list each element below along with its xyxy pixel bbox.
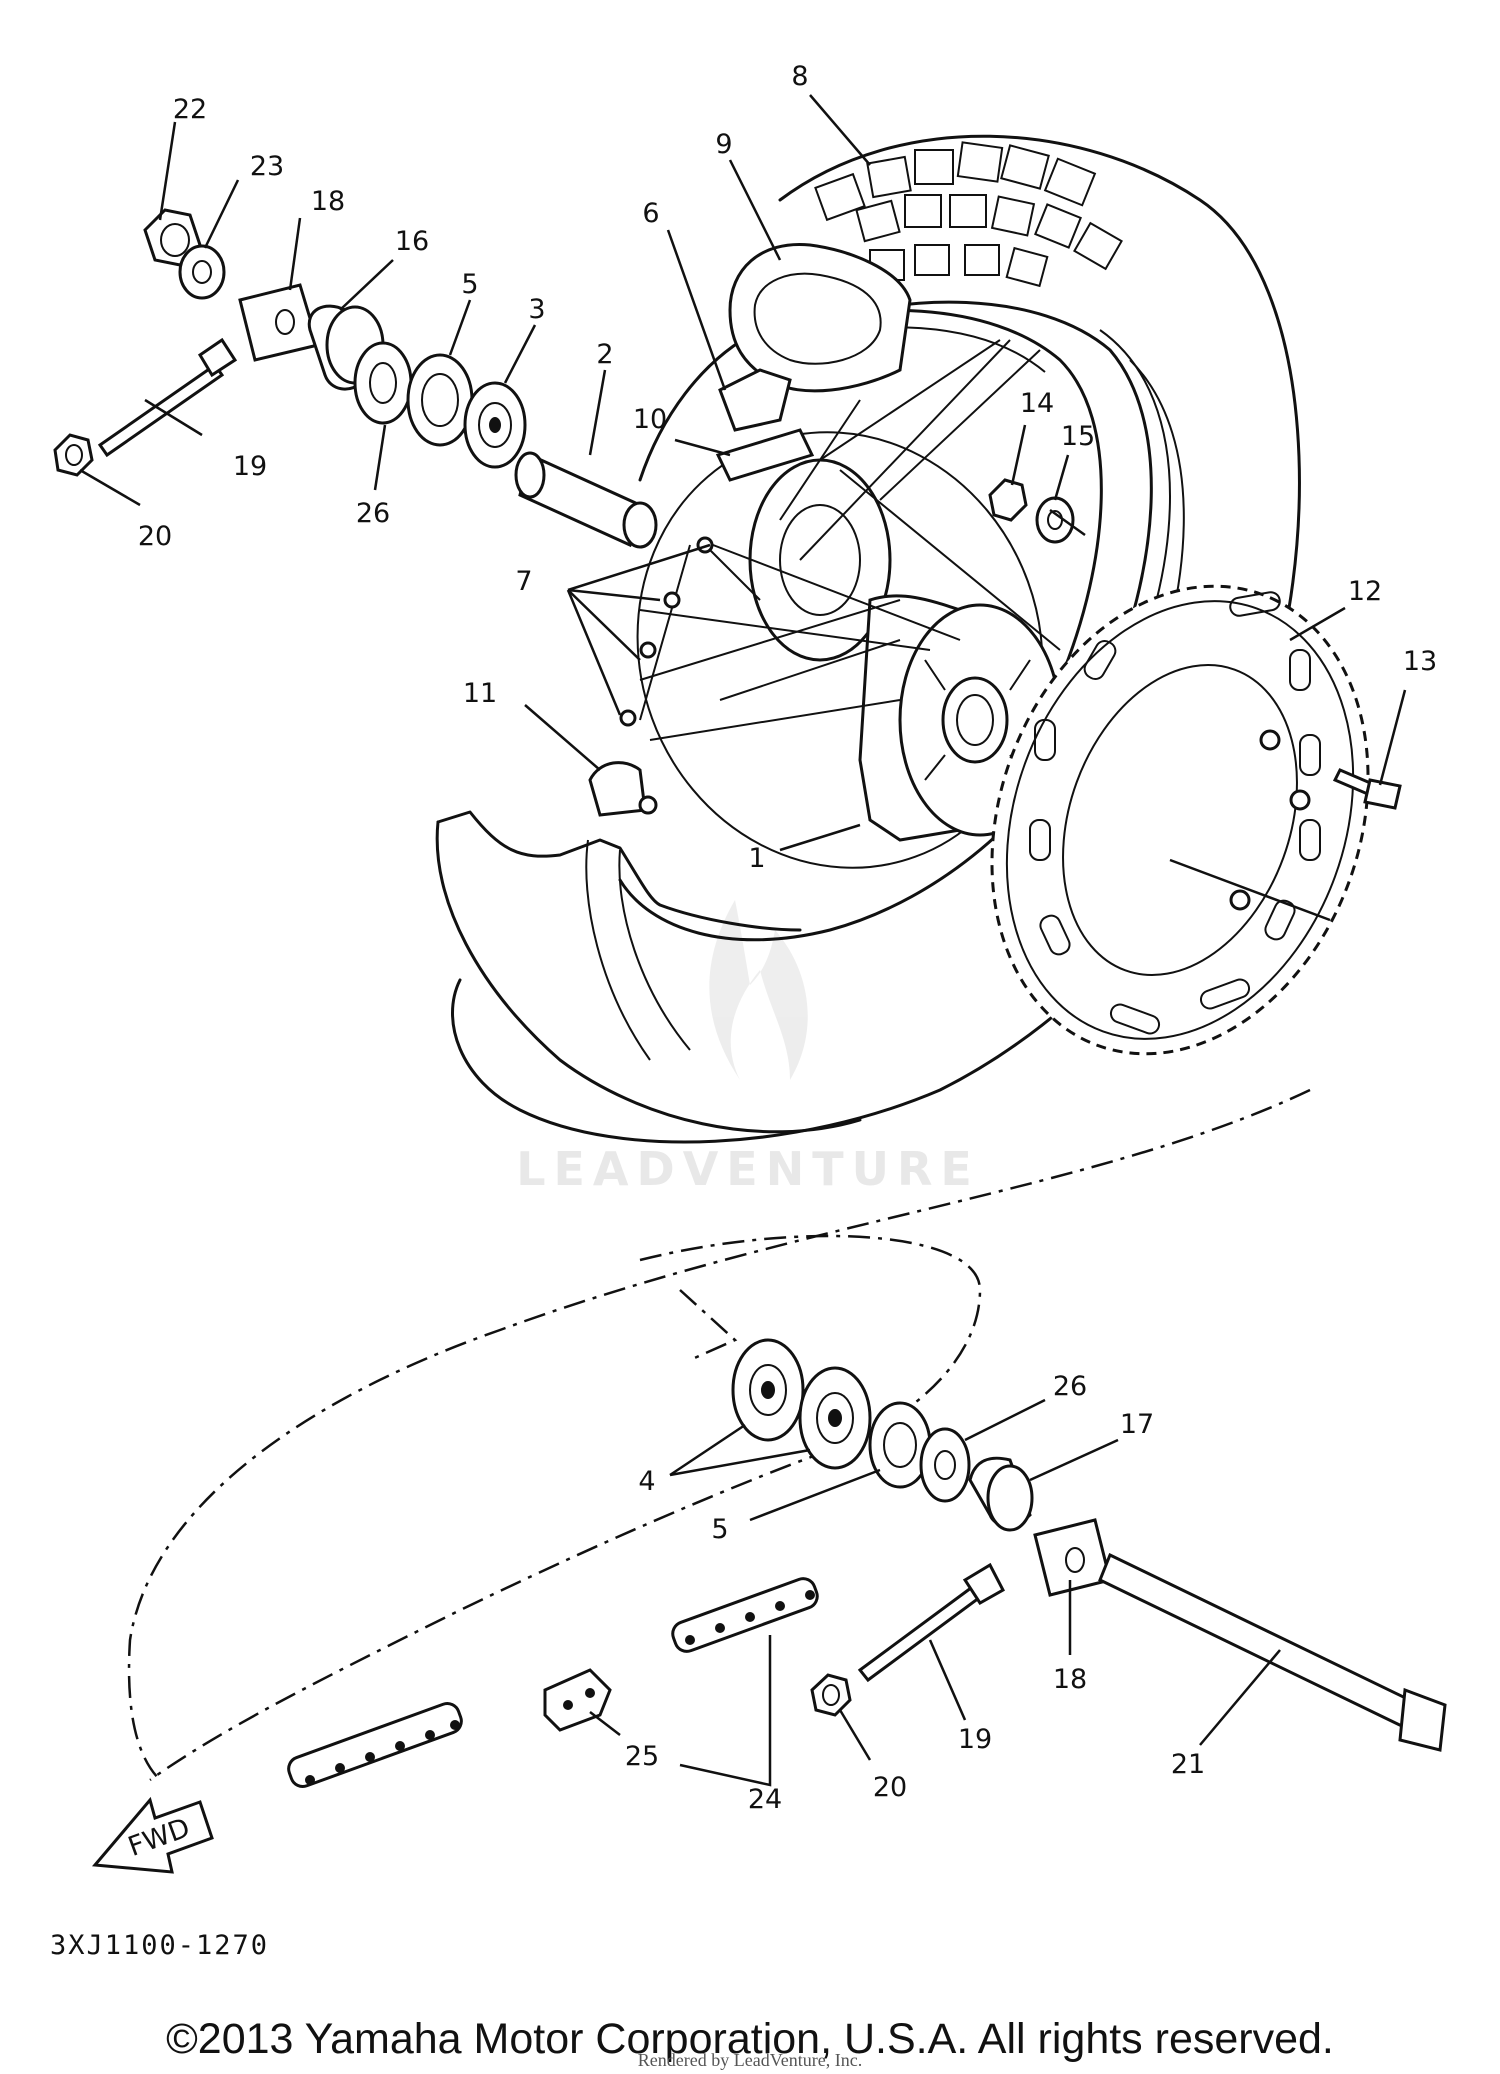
callout-25: 25 xyxy=(625,1741,659,1772)
callout-18-lower: 18 xyxy=(1053,1664,1087,1695)
callout-6: 6 xyxy=(642,198,659,229)
forward-arrow: FWD xyxy=(91,1796,214,1874)
inner-tube xyxy=(728,242,912,393)
callout-7: 7 xyxy=(515,566,532,597)
callout-15: 15 xyxy=(1061,421,1095,452)
callout-12: 12 xyxy=(1348,576,1382,607)
callout-24: 24 xyxy=(748,1784,782,1815)
callout-1: 1 xyxy=(748,843,765,874)
rendered-by-notice: Rendered by LeadVenture, Inc. xyxy=(637,2050,863,2070)
rear-sprocket xyxy=(990,584,1370,1056)
callout-9: 9 xyxy=(715,129,732,160)
rim-lock xyxy=(588,761,658,817)
watermark: LEADVENTURE xyxy=(516,900,980,1196)
spoke-nipples xyxy=(619,536,714,727)
watermark-text: LEADVENTURE xyxy=(516,1142,980,1196)
callout-26-lower: 26 xyxy=(1053,1371,1087,1402)
callout-14: 14 xyxy=(1020,388,1054,419)
diagram-code: 3XJ1100-1270 xyxy=(50,1930,270,1961)
callout-3: 3 xyxy=(528,294,545,325)
callout-5-lower: 5 xyxy=(711,1514,728,1545)
leader-lines xyxy=(79,94,1407,1787)
copyright-notice: ©2013 Yamaha Motor Corporation, U.S.A. A… xyxy=(166,2015,1334,2063)
callout-19-lower: 19 xyxy=(958,1724,992,1755)
callout-17: 17 xyxy=(1120,1409,1154,1440)
callout-22: 22 xyxy=(173,94,207,125)
callout-20-lower: 20 xyxy=(873,1772,907,1803)
callout-26-upper: 26 xyxy=(356,498,390,529)
callout-21: 21 xyxy=(1171,1749,1205,1780)
callout-5-upper: 5 xyxy=(461,269,478,300)
tire xyxy=(435,134,1301,1144)
callout-13: 13 xyxy=(1403,646,1437,677)
callout-10: 10 xyxy=(633,404,667,435)
callout-16: 16 xyxy=(395,226,429,257)
tube-valve xyxy=(715,368,815,482)
spokes xyxy=(639,339,1061,741)
callout-20-upper: 20 xyxy=(138,521,172,552)
callout-4: 4 xyxy=(638,1466,655,1497)
callout-8: 8 xyxy=(791,61,808,92)
upper-axle-hardware xyxy=(53,208,1402,810)
lower-axle-hardware xyxy=(731,1338,1447,1752)
callout-11: 11 xyxy=(463,678,497,709)
callout-19-upper: 19 xyxy=(233,451,267,482)
drive-chain xyxy=(287,1577,819,1788)
callout-23: 23 xyxy=(250,151,284,182)
callout-18-upper: 18 xyxy=(311,186,345,217)
callouts: 22 23 18 16 5 3 2 6 9 8 10 19 20 26 14 1… xyxy=(138,61,1437,1815)
callout-2: 2 xyxy=(596,339,613,370)
chain-path xyxy=(127,1088,1311,1782)
